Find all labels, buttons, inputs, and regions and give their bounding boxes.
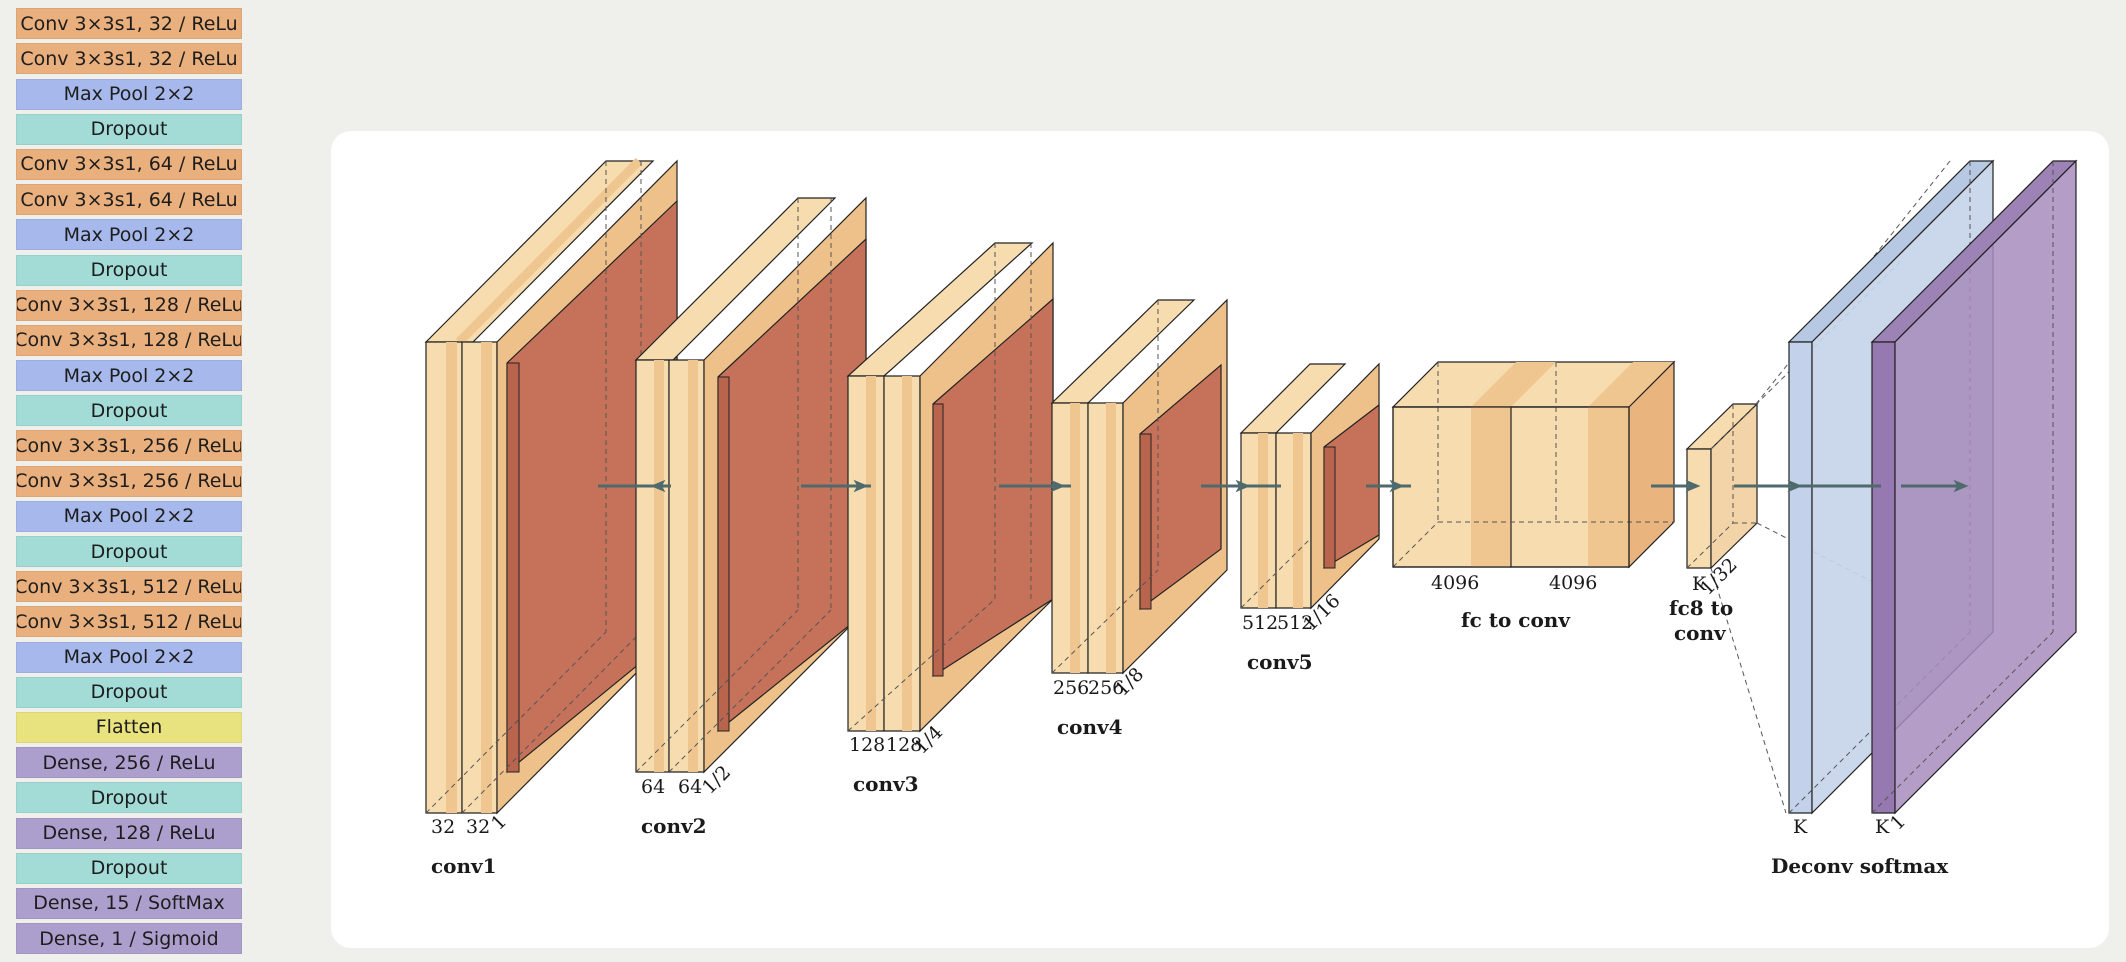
layer-dropout: Dropout: [16, 782, 242, 814]
conv3-label-b: 128: [886, 734, 922, 756]
layer-dropout: Dropout: [16, 113, 242, 145]
fc-title: fc to conv: [1461, 608, 1571, 632]
conv1-label-a: 32: [431, 816, 455, 838]
layer-conv: Conv 3×3s1, 32 / ReLu: [16, 8, 242, 40]
conv4-label-a: 256: [1053, 677, 1089, 699]
layer-pool: Max Pool 2×2: [16, 360, 242, 392]
conv2-title: conv2: [641, 814, 707, 838]
conv5-label-a: 512: [1242, 612, 1278, 634]
layer-dense: Dense, 256 / ReLu: [16, 747, 242, 779]
fc8-to-conv-block: [1685, 402, 1759, 570]
deconv-label-a: K: [1793, 816, 1808, 838]
layer-pool: Max Pool 2×2: [16, 500, 242, 532]
layer-conv: Conv 3×3s1, 512 / ReLu: [16, 571, 242, 603]
conv4-title: conv4: [1057, 715, 1123, 739]
layer-dropout: Dropout: [16, 852, 242, 884]
architecture-diagram-card: 32 32 1 conv1 64 64 1/2 conv2 128 128 1/…: [331, 131, 2109, 948]
conv3-label-a: 128: [849, 734, 885, 756]
conv5-block: [1239, 362, 1380, 610]
layer-dropout: Dropout: [16, 254, 242, 286]
conv2-block: [634, 196, 867, 774]
fc8-label: K: [1692, 573, 1707, 595]
layer-flatten: Flatten: [16, 711, 242, 743]
fc-to-conv-block: [1391, 360, 1676, 569]
layer-conv: Conv 3×3s1, 64 / ReLu: [16, 148, 242, 180]
layer-pool: Max Pool 2×2: [16, 641, 242, 673]
conv2-label-b: 64: [678, 776, 702, 798]
fc-label-a: 4096: [1431, 572, 1479, 594]
fc8-title-line2: conv: [1674, 621, 1727, 645]
layer-dense: Dense, 1 / Sigmoid: [16, 923, 242, 955]
conv5-title: conv5: [1247, 650, 1313, 674]
layer-dense: Dense, 128 / ReLu: [16, 817, 242, 849]
conv1-label-b: 32: [466, 816, 490, 838]
conv4-label-b: 256: [1088, 677, 1124, 699]
conv4-block: [1050, 298, 1228, 675]
deconv-label-b: K: [1875, 816, 1890, 838]
layer-dropout: Dropout: [16, 395, 242, 427]
deconv-title: Deconv softmax: [1771, 854, 1949, 878]
architecture-diagram: 32 32 1 conv1 64 64 1/2 conv2 128 128 1/…: [424, 157, 2078, 878]
conv3-block: [846, 241, 1054, 733]
layer-conv: Conv 3×3s1, 256 / ReLu: [16, 430, 242, 462]
layer-conv: Conv 3×3s1, 128 / ReLu: [16, 324, 242, 356]
layer-conv: Conv 3×3s1, 128 / ReLu: [16, 289, 242, 321]
layer-input: Input: [16, 0, 242, 4]
conv3-title: conv3: [853, 772, 919, 796]
layer-dropout: Dropout: [16, 676, 242, 708]
layer-dense: Dense, 15 / SoftMax: [16, 887, 242, 919]
layer-conv: Conv 3×3s1, 64 / ReLu: [16, 184, 242, 216]
deconv-scale: 1: [1886, 810, 1910, 834]
conv1-scale: 1: [487, 810, 511, 834]
layer-pool: Max Pool 2×2: [16, 78, 242, 110]
conv1-title: conv1: [431, 854, 497, 878]
conv2-label-a: 64: [641, 776, 665, 798]
layer-conv: Conv 3×3s1, 32 / ReLu: [16, 43, 242, 75]
layer-conv: Conv 3×3s1, 512 / ReLu: [16, 606, 242, 638]
layer-pool: Max Pool 2×2: [16, 219, 242, 251]
conv5-label-b: 512: [1277, 612, 1313, 634]
layer-conv: Conv 3×3s1, 256 / ReLu: [16, 465, 242, 497]
fc-label-b: 4096: [1549, 572, 1597, 594]
layer-dropout: Dropout: [16, 536, 242, 567]
fc8-title: fc8 to: [1669, 596, 1733, 620]
